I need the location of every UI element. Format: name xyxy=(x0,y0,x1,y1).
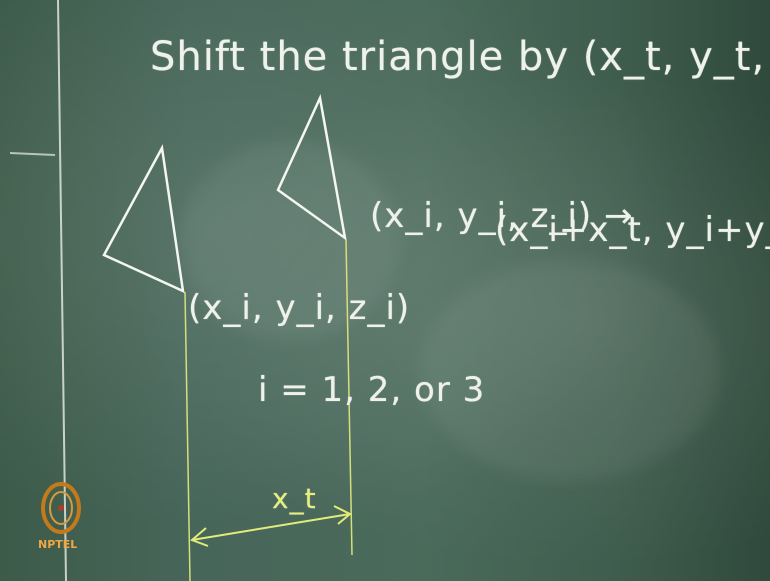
shifted-triangle xyxy=(276,93,347,241)
nptel-logo-text: NPTEL xyxy=(38,538,78,551)
board-tick xyxy=(9,152,56,156)
vertex-label: (x_i, y_i, z_i) xyxy=(188,288,411,328)
original-triangle xyxy=(102,144,185,294)
eraser-smudge xyxy=(180,140,400,340)
index-note: i = 1, 2, or 3 xyxy=(258,370,486,410)
mapping-to: (x_i+x_t, y_i+y_t, z_i+z_t) xyxy=(495,210,770,250)
guide-line-right xyxy=(345,239,353,556)
shift-arrow xyxy=(191,513,351,541)
nptel-logo-icon xyxy=(41,482,81,534)
mapping-from: (x_i, y_i, z_i) → xyxy=(370,196,634,236)
eraser-smudge xyxy=(420,260,720,480)
shift-label: x_t xyxy=(272,482,317,515)
guide-line-left xyxy=(184,291,191,581)
arrowhead-left xyxy=(190,527,209,547)
arrowhead-right xyxy=(333,505,352,525)
title-text: Shift the triangle by (x_t, y_t, z_t) xyxy=(150,34,770,80)
